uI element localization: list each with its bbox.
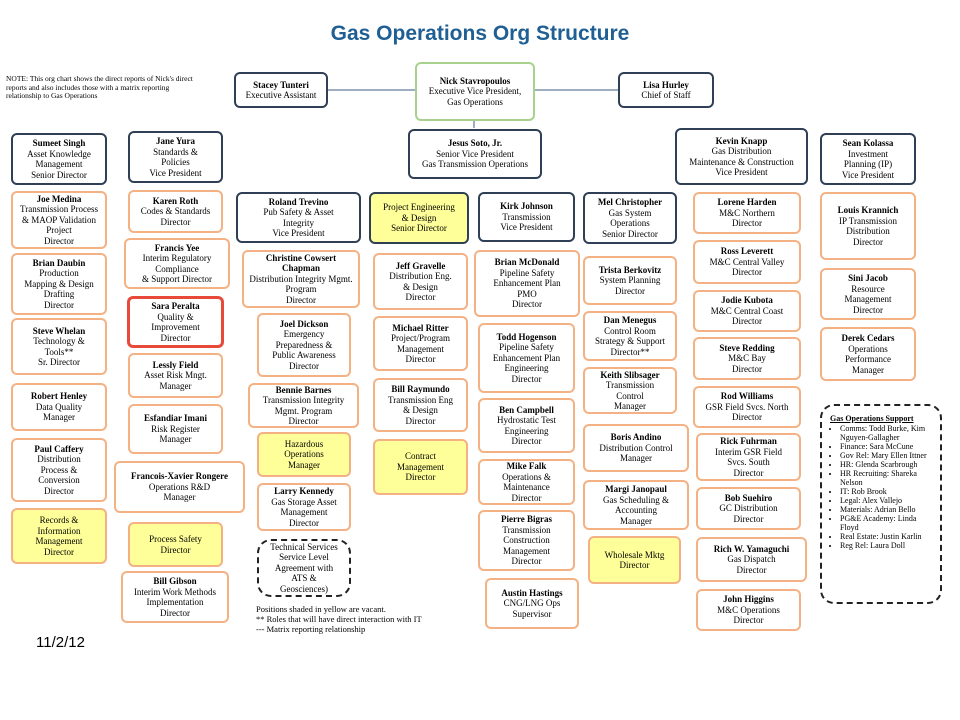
support-item: Materials: Adrian Bello xyxy=(840,505,934,514)
support-item: PG&E Academy: Linda Floyd xyxy=(840,514,934,532)
legend-matrix: --- Matrix reporting relationship xyxy=(256,624,366,634)
support-item: Reg Rel: Laura Doll xyxy=(840,541,934,550)
gas-operations-support-box: Gas Operations Support Comms: Todd Burke… xyxy=(820,404,942,604)
support-item: HR Recruiting: Shareka Nelson xyxy=(840,469,934,487)
legend-vacant: Positions shaded in yellow are vacant. xyxy=(256,604,386,614)
support-heading: Gas Operations Support xyxy=(830,414,914,423)
support-item: Gov Rel: Mary Ellen Ittner xyxy=(840,451,934,460)
page-title: Gas Operations Org Structure xyxy=(330,22,630,45)
support-list: Comms: Todd Burke, Kim Nguyen-Gallagher … xyxy=(830,424,934,550)
legend: Positions shaded in yellow are vacant. *… xyxy=(256,604,422,634)
legend-it-roles: ** Roles that will have direct interacti… xyxy=(256,614,422,624)
support-item: HR: Glenda Scarbrough xyxy=(840,460,934,469)
date-label: 11/2/12 xyxy=(36,634,85,651)
support-item: Finance: Sara McCune xyxy=(840,442,934,451)
support-item: Comms: Todd Burke, Kim Nguyen-Gallagher xyxy=(840,424,934,442)
support-item: Real Estate: Justin Karlin xyxy=(840,532,934,541)
support-item: Legal: Alex Vallejo xyxy=(840,496,934,505)
org-chart-note: NOTE: This org chart shows the direct re… xyxy=(6,74,193,100)
support-item: IT: Rob Brook xyxy=(840,487,934,496)
